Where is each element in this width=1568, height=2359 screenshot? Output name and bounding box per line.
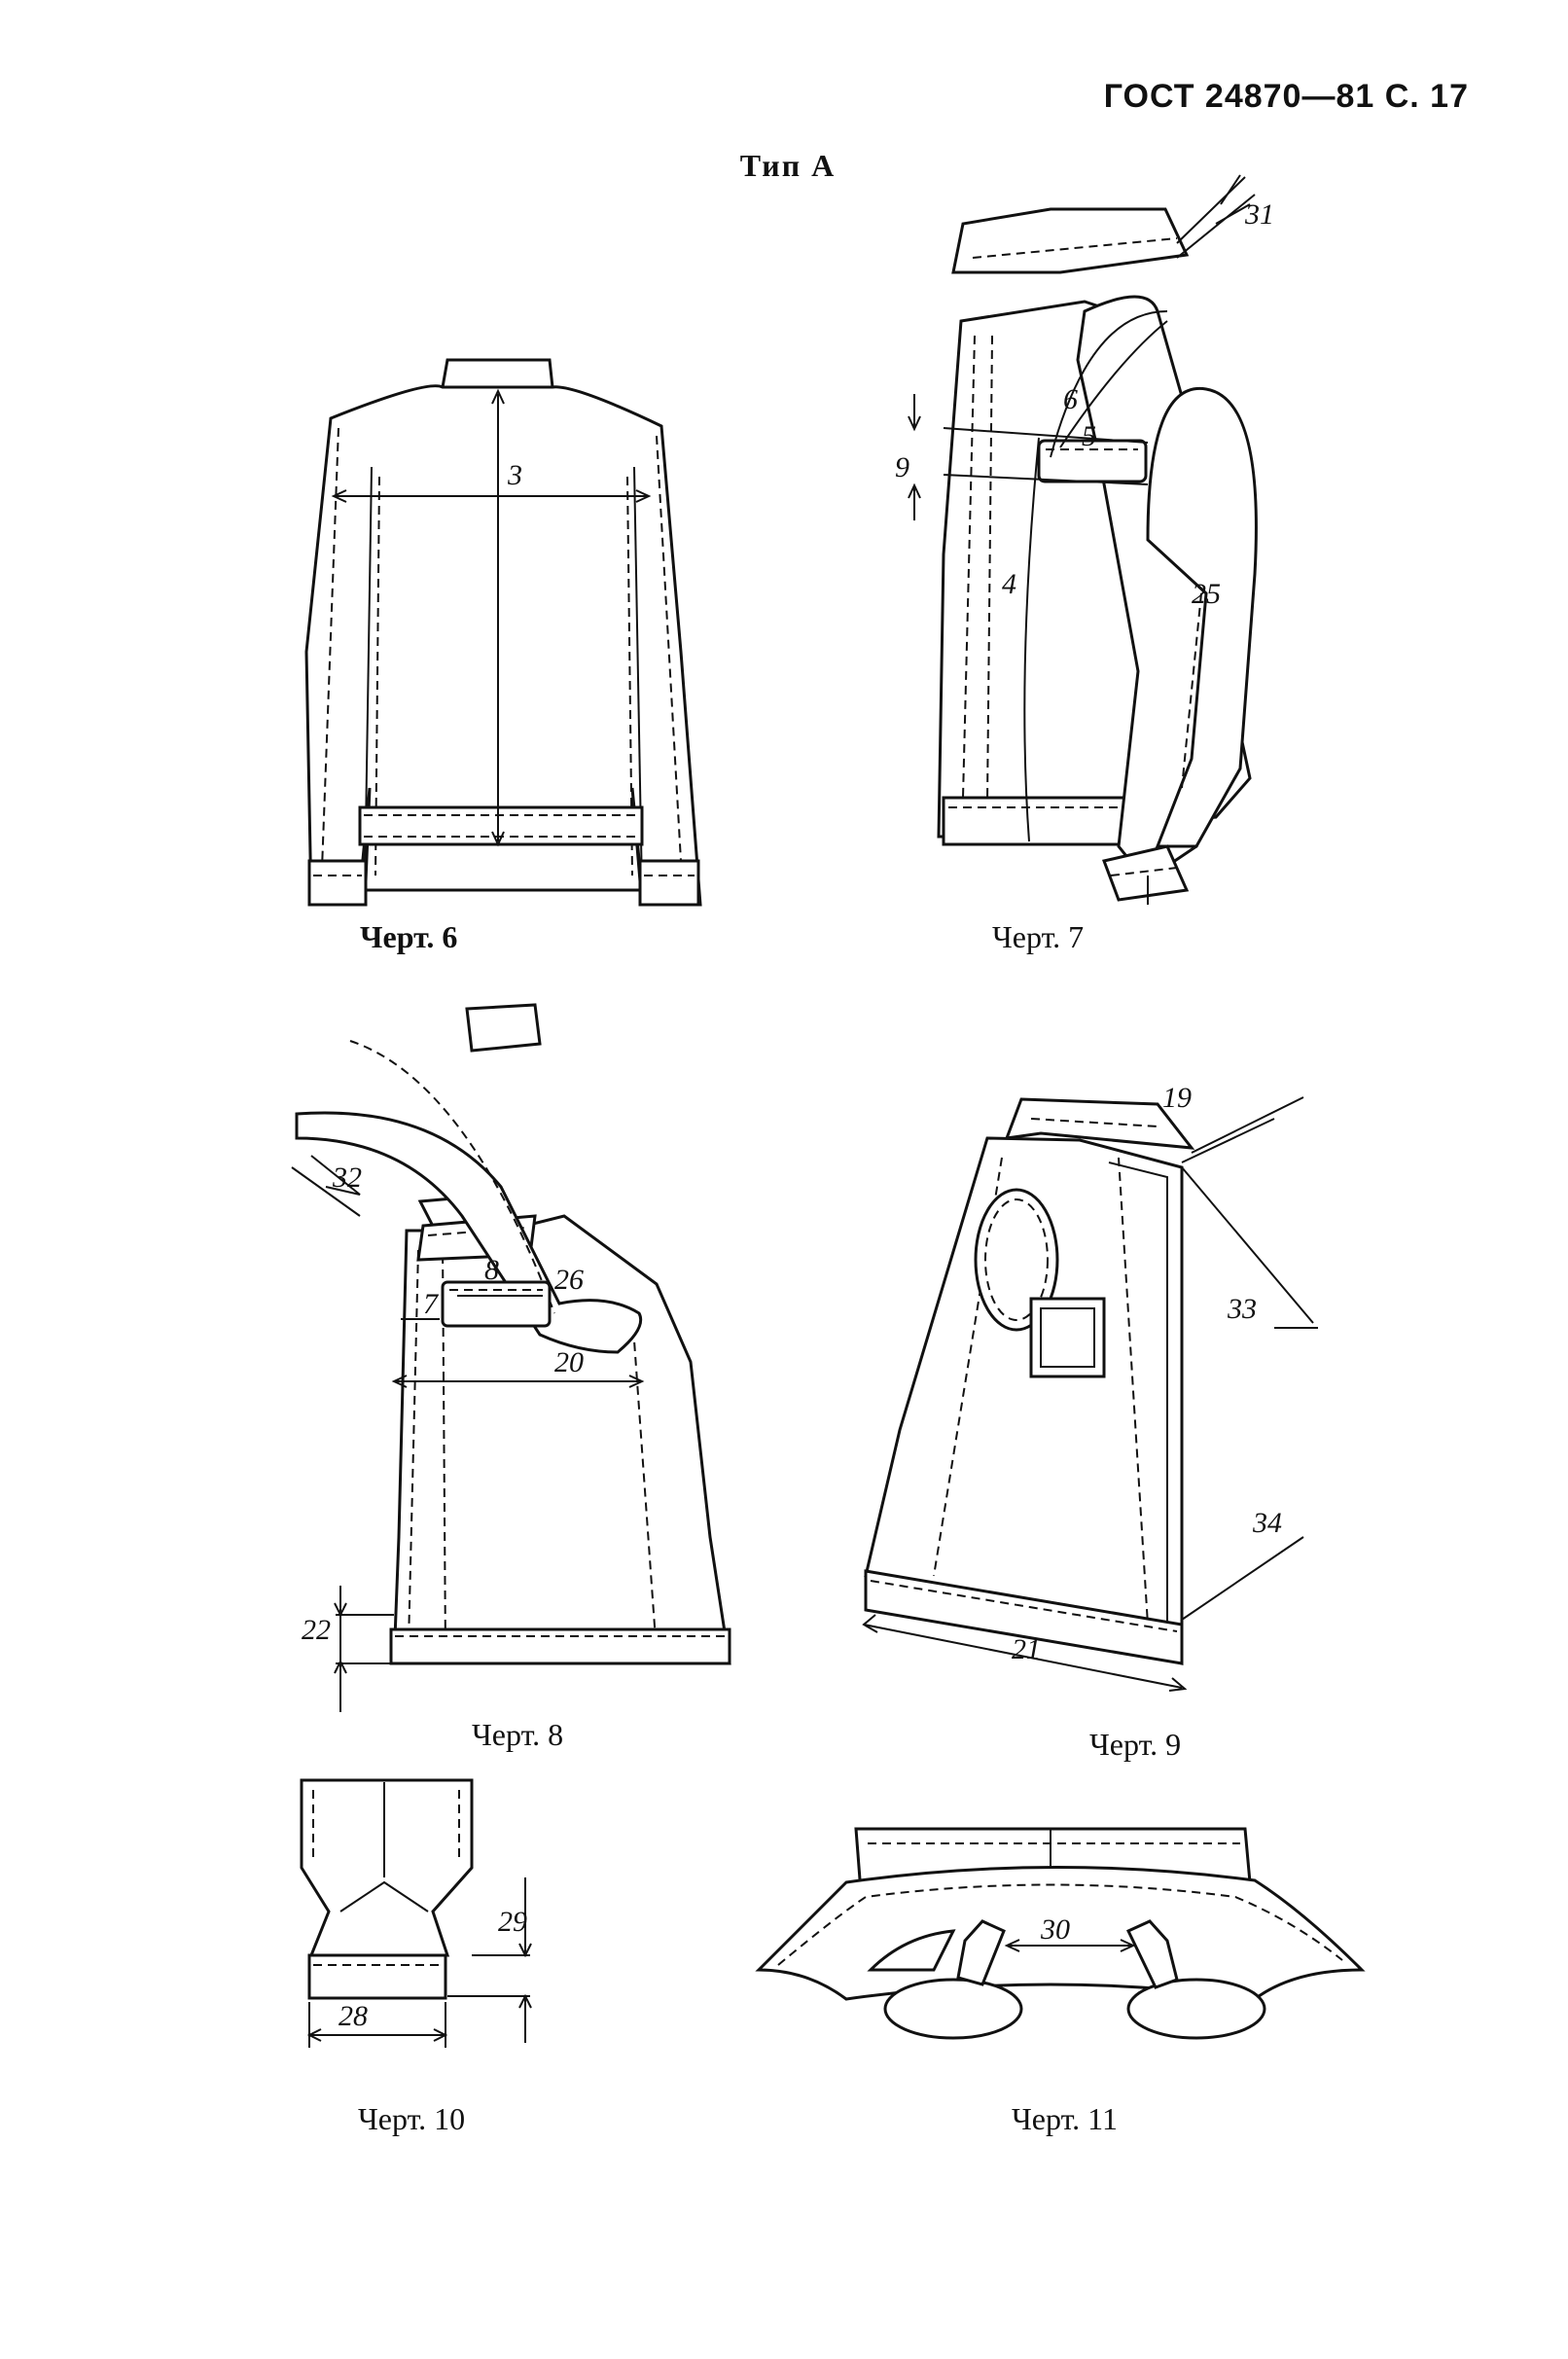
figure-10-caption: Черт. 10 xyxy=(358,2101,466,2136)
figure-6-caption: Черт. 6 xyxy=(360,919,458,954)
fig10-dim-29: 29 xyxy=(498,1906,527,1938)
figure-8-drawing: 32 8 7 26 20 22 xyxy=(291,1003,731,1712)
fig10-dim-28: 28 xyxy=(339,2000,368,2032)
fig8-dim-26: 26 xyxy=(554,1264,584,1296)
figure-11-caption: Черт. 11 xyxy=(1012,2101,1118,2136)
fig8-dim-7: 7 xyxy=(423,1288,440,1320)
figure-11-drawing: 30 xyxy=(755,1827,1366,2040)
fig8-dim-32: 32 xyxy=(332,1162,362,1194)
figure-7-drawing: 6 5 9 4 25 31 xyxy=(895,174,1274,905)
fig7-dim-5: 5 xyxy=(1082,420,1096,452)
fig9-dim-19: 19 xyxy=(1162,1082,1192,1114)
figure-8-caption: Черт. 8 xyxy=(472,1717,564,1752)
fig9-dim-21: 21 xyxy=(1012,1633,1041,1665)
fig7-dim-31: 31 xyxy=(1244,198,1274,231)
fig8-dim-8: 8 xyxy=(484,1254,499,1286)
fig7-dim-9: 9 xyxy=(895,451,909,483)
fig6-dim-3: 3 xyxy=(507,459,522,491)
figure-9-caption: Черт. 9 xyxy=(1089,1727,1182,1762)
figure-9-drawing: 19 33 34 21 xyxy=(862,1082,1318,1692)
fig7-dim-4: 4 xyxy=(1002,568,1016,600)
fig7-dim-6: 6 xyxy=(1063,383,1078,415)
figure-group-title: Тип А xyxy=(739,148,837,183)
fig9-dim-33: 33 xyxy=(1227,1293,1257,1325)
figure-6-drawing: 3 xyxy=(304,358,702,907)
fig11-dim-30: 30 xyxy=(1040,1913,1070,1946)
fig8-dim-20: 20 xyxy=(554,1346,584,1378)
figure-10-drawing: 28 29 xyxy=(300,1778,532,2048)
fig9-dim-34: 34 xyxy=(1252,1507,1282,1539)
fig8-dim-22: 22 xyxy=(302,1614,331,1646)
document-header: ГОСТ 24870—81 С. 17 xyxy=(1103,78,1469,115)
fig7-dim-25: 25 xyxy=(1192,578,1221,610)
figure-7-caption: Черт. 7 xyxy=(992,919,1085,954)
